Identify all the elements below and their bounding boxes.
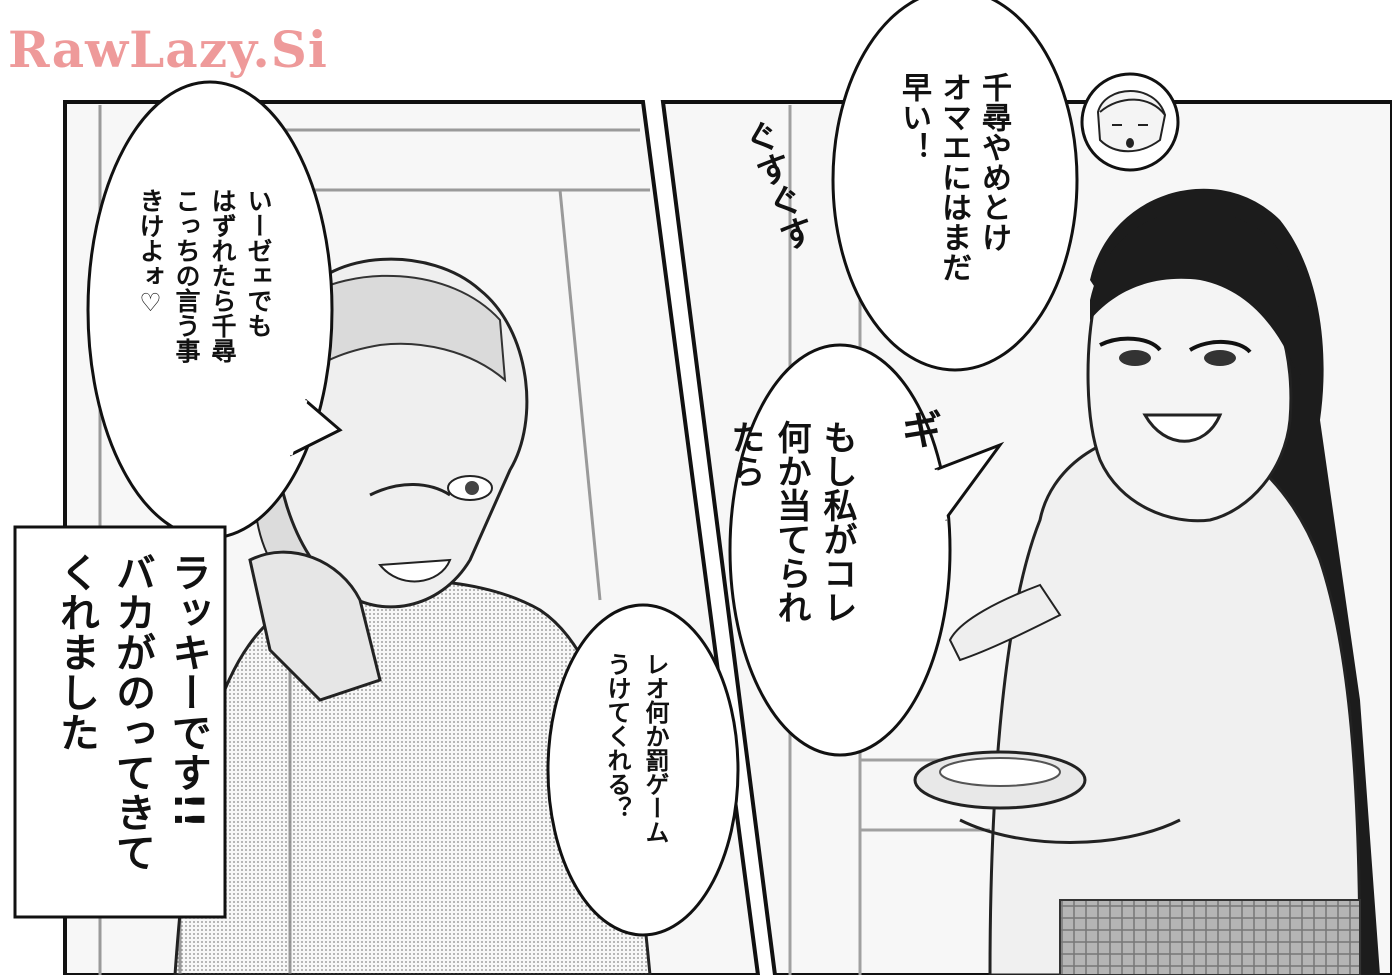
speech-bubble-bottom-right	[546, 603, 740, 937]
speech-bottom-right-text: レオ何か罰ゲーム うけてくれる？	[603, 652, 669, 844]
blonde-woman-illustration	[173, 257, 652, 975]
dark-haired-woman-illustration	[913, 188, 1380, 975]
speech-bubble-middle-right	[728, 343, 952, 757]
speech-top-right-text: 千尋やめとけ オマエにはまだ 早い！	[896, 72, 1011, 282]
caption-box-left	[13, 525, 227, 919]
sfx-anger-mark: ギ	[902, 408, 942, 454]
right-panel	[546, 0, 1392, 975]
watermark: RawLazy.Si	[8, 20, 328, 79]
chibi-face-thought-circle	[1080, 72, 1180, 172]
speech-bubble-top-right	[831, 0, 1079, 372]
caption-left-text: ラッキーです!! バカがのってきて くれました	[53, 552, 211, 872]
speech-left-text: いーゼェでも はずれたら千尋 こっちの言う事 きけよォ♡	[136, 188, 273, 363]
speech-middle-right-text: もし私がコレ 何か当てられ たら	[725, 420, 857, 624]
